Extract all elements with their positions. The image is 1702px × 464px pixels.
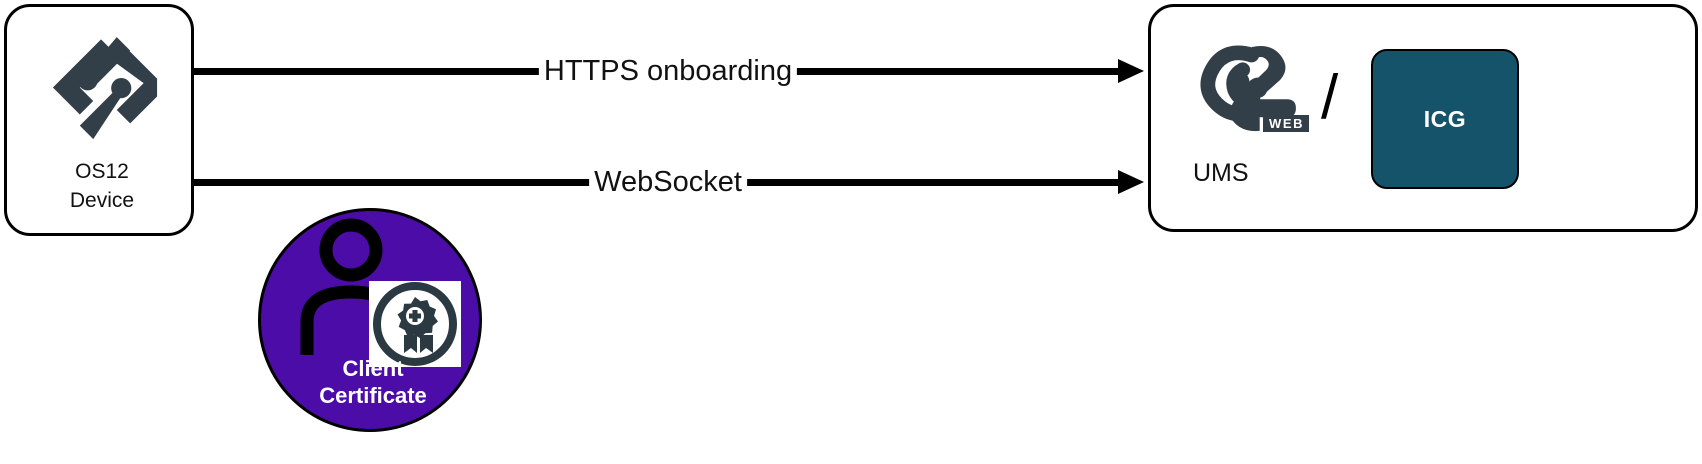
ums-web-logo-icon	[1200, 45, 1296, 132]
separator-slash: /	[1321, 63, 1339, 132]
node-os12-device[interactable]: OS12 Device	[4, 4, 194, 236]
os12-device-logo-icon	[52, 37, 158, 140]
user-certificate-icon	[300, 218, 461, 367]
arrowhead-icon	[1118, 59, 1144, 83]
os12-device-label: OS12 Device	[69, 160, 135, 212]
ums-logo-web-tag: WEB	[1263, 115, 1310, 132]
ums-label: UMS	[1193, 159, 1249, 187]
arrowhead-icon	[1118, 170, 1144, 194]
ums-logo-group: WEB	[1187, 29, 1327, 149]
connector-label-websocket: WebSocket	[589, 165, 747, 199]
node-ums[interactable]: WEB / UMS ICG	[1148, 4, 1698, 232]
node-client-certificate[interactable]: Client Certificate	[258, 208, 482, 432]
connector-label-https: HTTPS onboarding	[538, 54, 798, 88]
icg-badge-label: ICG	[1423, 105, 1467, 132]
icg-badge[interactable]: ICG	[1371, 49, 1519, 189]
client-certificate-label: Client Certificate	[319, 356, 427, 408]
